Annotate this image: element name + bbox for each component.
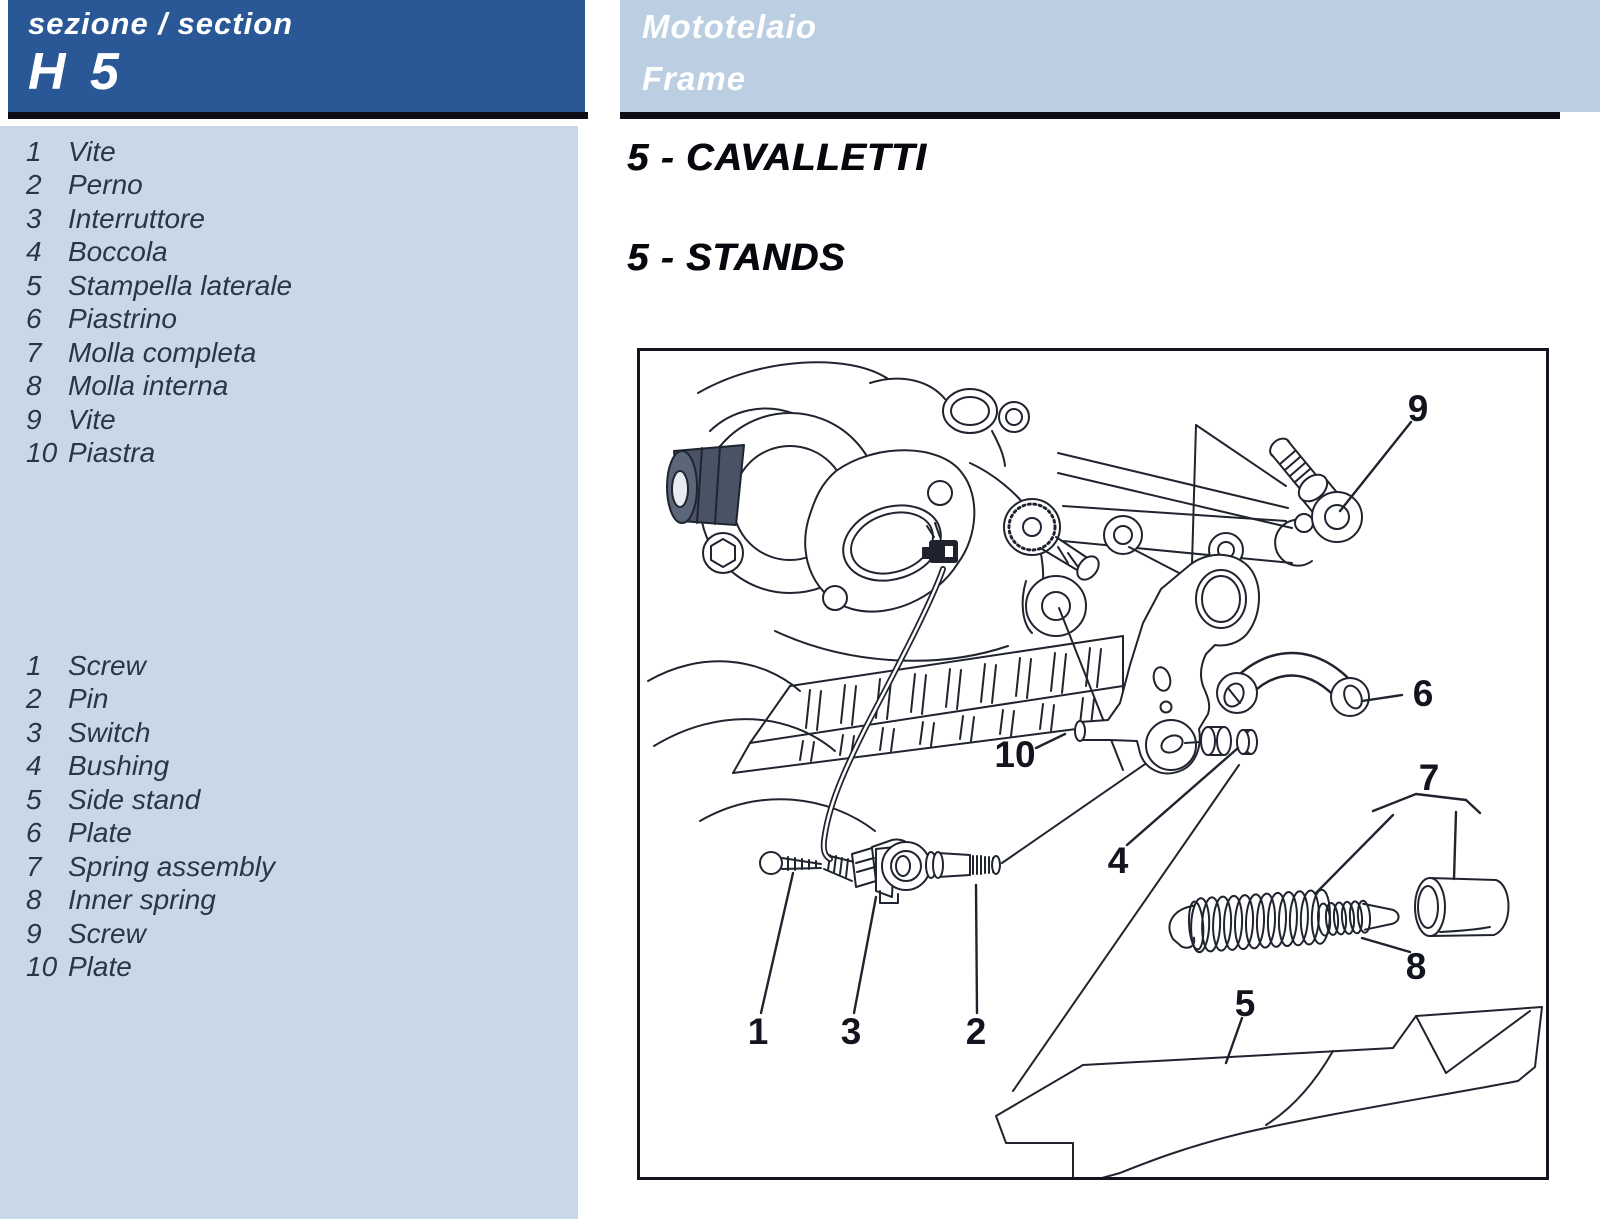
left-panel (0, 126, 578, 1219)
stand-bracket-plate-10 (1074, 553, 1260, 775)
frame-spar (1057, 424, 1314, 771)
frame-header-line1: Mototelaio (642, 8, 817, 45)
switch-wire (820, 522, 958, 862)
frame-header-line2: Frame (642, 60, 747, 97)
callout-3: 3 (841, 1011, 862, 1052)
frame-header: Mototelaio Frame (620, 0, 1600, 112)
left-rule (8, 112, 588, 119)
leader-lines (759, 420, 1482, 1065)
callout-5: 5 (1235, 983, 1256, 1024)
spring-cover-bushing (1414, 877, 1510, 937)
bolt-9 (1269, 437, 1363, 543)
callout-9: 9 (1408, 388, 1429, 429)
callout-8: 8 (1406, 946, 1427, 987)
bushings-4 (1184, 726, 1258, 756)
callout-10: 10 (994, 734, 1035, 775)
callout-4: 4 (1108, 840, 1129, 881)
section-header-line1: sezione / section (28, 6, 294, 41)
engine-crankcase (647, 361, 1124, 832)
callout-1: 1 (748, 1011, 769, 1052)
spring-assembly (1168, 888, 1400, 954)
right-rule (620, 112, 1560, 119)
exploded-diagram: 1 2 3 4 5 6 7 8 9 10 (647, 361, 1543, 1177)
callout-7: 7 (1419, 757, 1440, 798)
pin-2 (925, 851, 1001, 879)
screw-1 (759, 851, 822, 875)
switch-3 (823, 838, 931, 904)
callout-2: 2 (966, 1011, 987, 1052)
side-stand-leg (995, 1006, 1543, 1177)
callout-6: 6 (1413, 673, 1434, 714)
section-header-line2: H 5 (28, 43, 124, 101)
section-header: sezione / section H 5 (8, 0, 585, 112)
figure-title-italian: 5 - CAVALLETTI (627, 137, 927, 179)
exploded-diagram-frame: 1 2 3 4 5 6 7 8 9 10 (637, 348, 1549, 1180)
bracket-plate-6 (1216, 651, 1370, 717)
axis-lines (1001, 750, 1240, 1092)
callout-numbers: 1 2 3 4 5 6 7 8 9 10 (748, 388, 1440, 1052)
figure-title-english: 5 - STANDS (627, 237, 846, 279)
